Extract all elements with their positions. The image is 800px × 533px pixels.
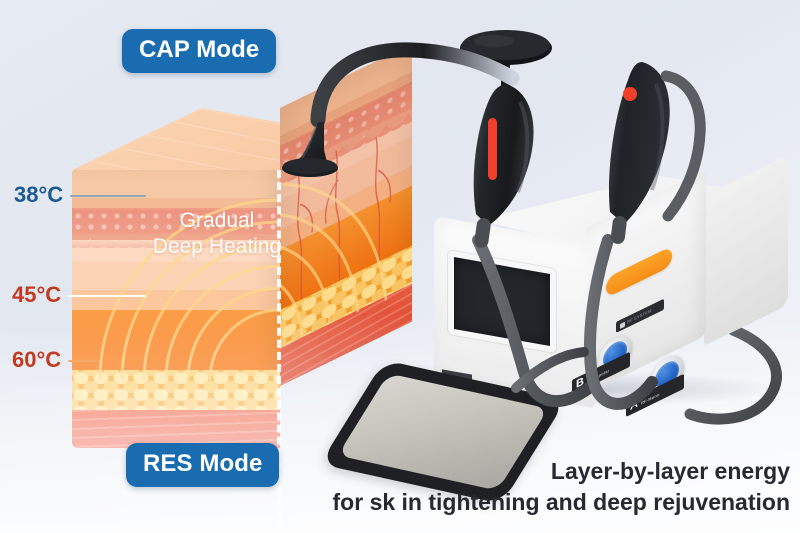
cap-mode-badge[interactable]: CAP Mode (122, 29, 277, 73)
temperature-value-38: 38°C (14, 182, 64, 207)
port-label-a-sub: RF-Mono (640, 391, 660, 406)
marketing-caption: Layer-by-layer energy for sk in tighteni… (290, 456, 790, 517)
leader-line-38 (70, 195, 147, 197)
leader-line-45 (68, 295, 147, 297)
temperature-value-60: 60°C (12, 347, 62, 372)
caption-line-2: for sk in tightening and deep rejuvenati… (332, 488, 790, 515)
heat-caption-line2: Deep Heating (152, 234, 282, 258)
temperature-value-45: 45°C (12, 282, 62, 307)
leader-line-60 (68, 360, 99, 362)
temperature-label-38: 38°C (14, 182, 147, 208)
temperature-label-45: 45°C (12, 282, 147, 308)
port-label-b-letter: B (576, 375, 584, 392)
port-label-a-letter: A (630, 397, 638, 414)
wand-res-indicator (623, 87, 637, 101)
front-junction-gradient (72, 240, 280, 256)
temperature-label-60: 60°C (12, 347, 99, 373)
heat-caption-line1: Gradual (179, 209, 255, 232)
caption-line-1: Layer-by-layer energy (550, 458, 790, 485)
wand-cap-indicator (488, 118, 497, 180)
side-blood-vessels (297, 136, 392, 315)
handpiece-wand-res (608, 62, 706, 244)
res-mode-badge[interactable]: RES Mode (126, 443, 280, 487)
skin-probe-applicator[interactable] (262, 38, 522, 198)
gradual-deep-heating-caption: Gradual Deep Heating (132, 208, 302, 259)
